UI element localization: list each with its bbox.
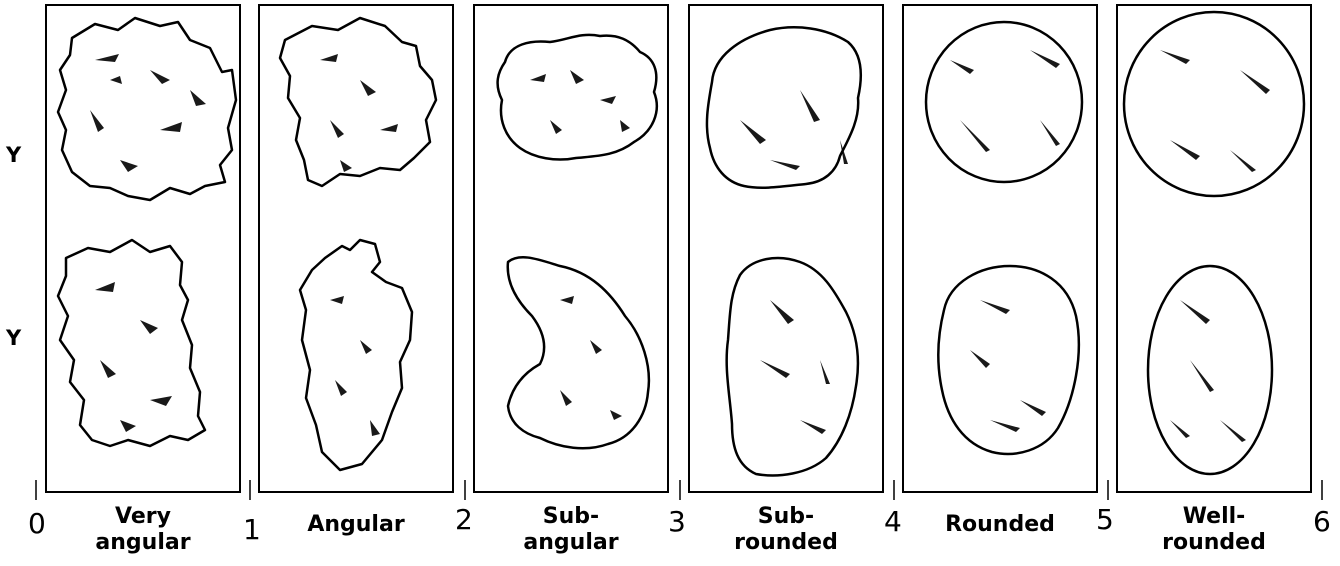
category-label-line2: Angular xyxy=(276,512,436,538)
category-label-sub-rounded: Sub- rounded xyxy=(706,504,866,556)
scale-number-6: 6 xyxy=(1313,505,1331,538)
panel-sub-rounded xyxy=(689,5,883,492)
category-label-line1: Very xyxy=(63,504,223,530)
grain-well-rounded-bottom xyxy=(1148,266,1272,474)
texture-sub-angular-bottom xyxy=(560,296,622,420)
texture-rounded-top xyxy=(950,50,1060,152)
texture-rounded-bottom xyxy=(970,300,1046,432)
scale-number-5: 5 xyxy=(1096,503,1114,536)
category-label-line1: Sub- xyxy=(706,504,866,530)
category-label-rounded: Rounded xyxy=(920,512,1080,538)
scale-number-4: 4 xyxy=(884,505,902,538)
scale-number-1: 1 xyxy=(243,513,261,546)
category-label-line2: angular xyxy=(491,530,651,556)
texture-very-angular-bottom xyxy=(95,282,172,432)
scale-number-2: 2 xyxy=(455,503,473,536)
category-label-well-rounded: Well- rounded xyxy=(1134,504,1294,556)
grain-sub-angular-top xyxy=(498,35,657,160)
category-label-line1: Well- xyxy=(1134,504,1294,530)
texture-sub-angular-top xyxy=(530,70,630,134)
grain-angular-bottom xyxy=(300,240,412,470)
category-label-line2: angular xyxy=(63,530,223,556)
texture-very-angular-top xyxy=(90,54,206,172)
category-label-line1: Sub- xyxy=(491,504,651,530)
grain-very-angular-bottom xyxy=(58,240,205,446)
grain-rounded-top xyxy=(926,22,1082,182)
texture-sub-rounded-bottom xyxy=(760,300,830,434)
texture-angular-bottom xyxy=(330,296,380,436)
panel-rounded xyxy=(903,5,1097,492)
scale-number-0: 0 xyxy=(28,507,46,540)
grain-angular-top xyxy=(280,18,436,186)
grain-sub-angular-bottom xyxy=(508,257,649,448)
scale-number-3: 3 xyxy=(668,505,686,538)
grain-sub-rounded-bottom xyxy=(727,258,858,475)
category-label-angular: Angular xyxy=(276,512,436,538)
panel-well-rounded xyxy=(1117,5,1311,492)
grain-very-angular-top xyxy=(58,18,236,200)
texture-well-rounded-bottom xyxy=(1170,300,1246,442)
category-label-line2: Rounded xyxy=(920,512,1080,538)
category-label-line2: rounded xyxy=(1134,530,1294,556)
panel-angular xyxy=(259,5,453,492)
grain-well-rounded-top xyxy=(1124,12,1304,196)
texture-well-rounded-top xyxy=(1160,50,1270,172)
texture-sub-rounded-top xyxy=(740,90,848,170)
category-label-very-angular: Very angular xyxy=(63,504,223,556)
category-label-sub-angular: Sub- angular xyxy=(491,504,651,556)
texture-angular-top xyxy=(320,54,398,172)
category-label-line2: rounded xyxy=(706,530,866,556)
